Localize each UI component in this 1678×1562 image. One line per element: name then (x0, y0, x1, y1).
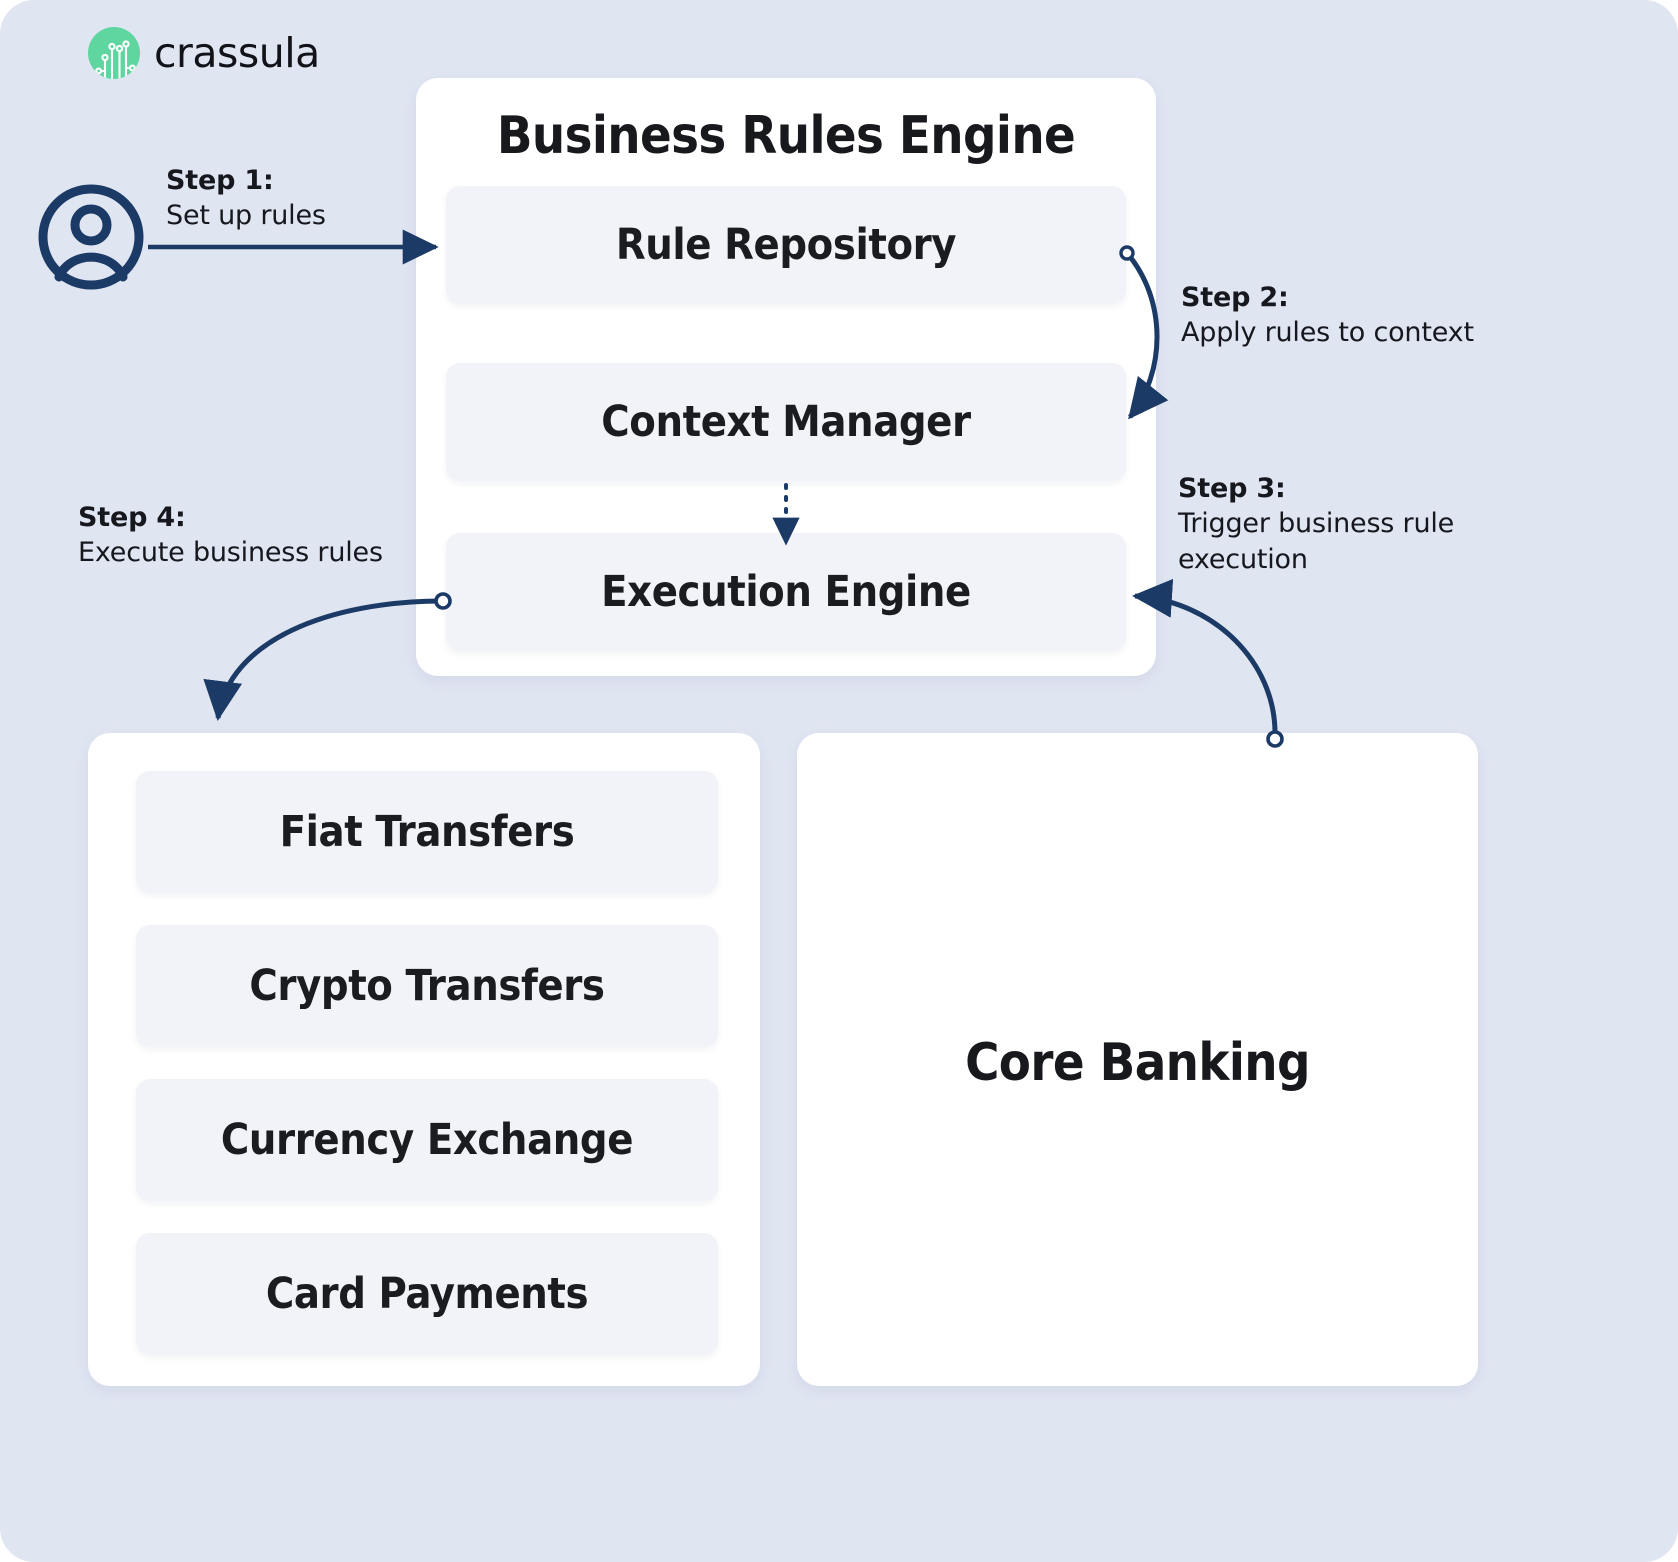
step-4-desc: Execute business rules (78, 536, 383, 568)
step-4-title: Step 4: (78, 502, 186, 533)
box-context-manager[interactable]: Context Manager (446, 363, 1126, 481)
step-2-title: Step 2: (1181, 282, 1289, 313)
step-2-desc: Apply rules to context (1181, 316, 1474, 348)
panel-title-core-banking: Core Banking (965, 1033, 1310, 1093)
step-1-desc: Set up rules (166, 199, 326, 231)
brand-name: crassula (154, 28, 320, 77)
box-execution-engine[interactable]: Execution Engine (446, 533, 1126, 651)
step-4-label: Step 4: Execute business rules (78, 501, 383, 571)
step-2-label: Step 2: Apply rules to context (1181, 281, 1474, 351)
panel-title-business-rules-engine: Business Rules Engine (496, 106, 1076, 166)
panel-services: Fiat Transfers Crypto Transfers Currency… (88, 733, 760, 1386)
step-1-title: Step 1: (166, 165, 274, 196)
step-3-title: Step 3: (1178, 473, 1286, 504)
panel-business-rules-engine: Business Rules Engine Rule Repository Co… (416, 78, 1156, 676)
box-card-payments[interactable]: Card Payments (136, 1233, 718, 1355)
brand-logo: crassula (88, 27, 320, 79)
panel-core-banking: Core Banking (797, 733, 1478, 1386)
circuit-logo-icon (88, 27, 140, 79)
step-1-label: Step 1: Set up rules (166, 164, 326, 234)
user-avatar-icon (38, 184, 144, 290)
box-rule-repository[interactable]: Rule Repository (446, 186, 1126, 304)
step-3-label: Step 3: Trigger business rule execution (1178, 472, 1508, 579)
box-fiat-transfers[interactable]: Fiat Transfers (136, 771, 718, 893)
box-currency-exchange[interactable]: Currency Exchange (136, 1079, 718, 1201)
box-crypto-transfers[interactable]: Crypto Transfers (136, 925, 718, 1047)
step-3-desc: Trigger business rule execution (1178, 507, 1455, 576)
connector-core-banking-to-execution-engine (1132, 578, 1284, 748)
